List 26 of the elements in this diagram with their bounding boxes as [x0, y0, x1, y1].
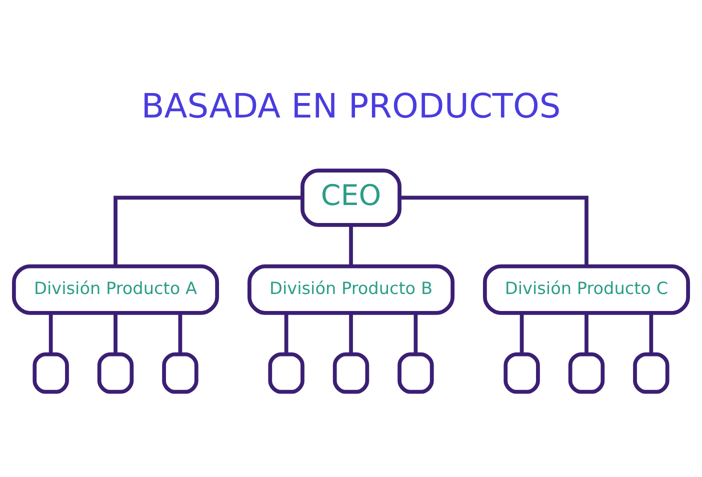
- connector: [414, 313, 418, 354]
- node-box: [268, 352, 304, 394]
- node-box: División Producto C: [482, 264, 690, 315]
- node-box: División Producto A: [12, 264, 220, 315]
- node-box: [97, 352, 134, 394]
- connector: [178, 313, 182, 354]
- connector: [48, 313, 53, 354]
- diagram-title: BASADA EN PRODUCTOS: [141, 86, 561, 126]
- connector: [400, 196, 588, 266]
- node-box: [398, 352, 434, 394]
- connector: [349, 225, 353, 266]
- connector: [114, 313, 118, 354]
- connector: [114, 196, 302, 266]
- node-box: [162, 352, 198, 394]
- connector: [649, 313, 654, 354]
- node-box: [504, 352, 540, 394]
- node-box: CEO: [300, 168, 402, 227]
- node-box: División Producto B: [248, 264, 454, 315]
- connector: [284, 313, 288, 354]
- node-box: [32, 352, 69, 394]
- node-box: [568, 352, 605, 394]
- node-box: [633, 352, 670, 394]
- connector: [584, 313, 588, 354]
- connector: [520, 313, 524, 354]
- node-box: [332, 352, 370, 394]
- connector: [349, 313, 353, 354]
